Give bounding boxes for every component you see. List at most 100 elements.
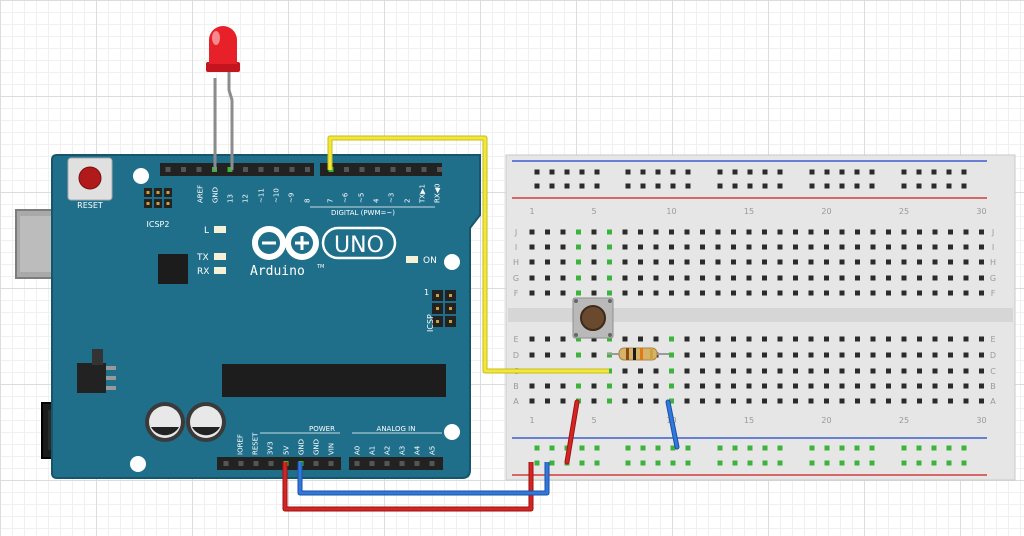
digital-header-pin (375, 167, 380, 172)
power-header-pin (223, 461, 229, 466)
digital-pin-label: 4 (373, 198, 381, 203)
breadboard-hole (808, 398, 814, 404)
breadboard-hole (746, 290, 752, 296)
rail-hole (549, 460, 555, 466)
pcb (51, 154, 481, 479)
digital-pin-label: GND (212, 187, 220, 203)
rail-hole (854, 183, 860, 189)
digital-pin-label: ~9 (288, 193, 296, 203)
bottom-pins (223, 461, 435, 466)
breadboard-hole (591, 244, 597, 250)
row-letter: G (513, 274, 519, 283)
wire-red-5v-highlight (283, 462, 533, 511)
breadboard-hole (622, 259, 628, 265)
digital-header-pin (165, 167, 171, 172)
breadboard-hole (855, 259, 860, 265)
breadboard-hole (607, 244, 612, 250)
rail-hole (916, 460, 922, 466)
breadboard-hole (700, 275, 705, 281)
rail-hole (931, 183, 937, 189)
rail-hole (762, 169, 768, 175)
rail-hole (946, 169, 952, 175)
rail-hole (655, 183, 661, 189)
breadboard-hole (762, 368, 767, 374)
row-letter: J (991, 228, 994, 237)
push-button-icon[interactable] (572, 297, 614, 339)
breadboard-hole (870, 398, 876, 404)
breadboard-hole (591, 275, 597, 281)
icsp-pin (436, 307, 439, 310)
breadboard-hole (591, 398, 597, 404)
rail-hole (824, 183, 830, 189)
column-number: 20 (821, 416, 831, 425)
digital-pin-label: TX▶1 (419, 184, 427, 204)
digital-pin-label: AREF (197, 185, 205, 203)
breadboard-hole (793, 368, 798, 374)
breadboard-hole (684, 229, 690, 235)
breadboard-hole (669, 275, 674, 281)
regulator-pin (106, 386, 116, 390)
rail-hole (916, 169, 922, 175)
breadboard-hole (777, 383, 783, 389)
breadboard-hole (793, 290, 798, 296)
column-number: 25 (899, 207, 909, 216)
icsp2-pin (156, 191, 160, 194)
breadboard-hole (932, 259, 938, 265)
power-label: POWER (309, 425, 335, 433)
breadboard-hole (731, 368, 736, 374)
breadboard-hole (870, 336, 876, 342)
breadboard-hole (638, 368, 643, 374)
rail-hole (685, 460, 691, 466)
breadboard-hole (901, 336, 907, 342)
led-on (406, 256, 418, 263)
breadboard-hole (731, 336, 736, 342)
breadboard-hole (886, 290, 891, 296)
rail-hole (625, 183, 631, 189)
column-number: 5 (591, 207, 596, 216)
breadboard-hole (638, 259, 643, 265)
row-letter: I (992, 243, 994, 252)
breadboard-hole (684, 290, 690, 296)
power-pin-label: 3V3 (267, 441, 275, 455)
breadboard-hole (715, 290, 721, 296)
breadboard-hole (932, 244, 938, 250)
breadboard-hole (793, 352, 798, 358)
breadboard-hole (839, 398, 845, 404)
analog-header-pin (384, 461, 390, 466)
breadboard-hole (762, 259, 767, 265)
breadboard-hole (607, 336, 612, 342)
breadboard-hole (917, 229, 922, 235)
icsp2-pin (166, 191, 170, 194)
row-letter: B (513, 382, 519, 391)
breadboard-hole (839, 275, 845, 281)
breadboard-hole (762, 229, 767, 235)
breadboard-hole (839, 290, 845, 296)
digital-header-pin (258, 167, 264, 172)
analog-pin-label: A5 (429, 446, 437, 455)
breadboard-hole (963, 229, 969, 235)
digital-pin-label: ~3 (388, 193, 396, 203)
breadboard-hole (715, 336, 721, 342)
analog-label: ANALOG IN (377, 425, 416, 433)
breadboard-hole (638, 290, 643, 296)
breadboard-hole (762, 336, 767, 342)
rail-hole (534, 183, 540, 189)
icsp-pin (436, 320, 439, 323)
digital-label: DIGITAL (PWM=~) (331, 209, 395, 217)
analog-header-pin (414, 461, 420, 466)
breadboard-hole (963, 383, 969, 389)
column-number: 5 (591, 416, 596, 425)
breadboard-hole (576, 290, 581, 296)
breadboard-hole (855, 368, 860, 374)
breadboard-hole (731, 290, 736, 296)
breadboard-hole (948, 368, 953, 374)
led-tx-label: TX (196, 253, 209, 263)
breadboard-hole (622, 275, 628, 281)
analog-header-pin (354, 461, 360, 466)
breadboard-hole (824, 383, 829, 389)
rail-hole (777, 169, 783, 175)
rail-hole (961, 445, 967, 451)
breadboard-hole (607, 259, 612, 265)
reset-button-icon[interactable] (78, 166, 102, 190)
digital-header-right (320, 163, 442, 176)
